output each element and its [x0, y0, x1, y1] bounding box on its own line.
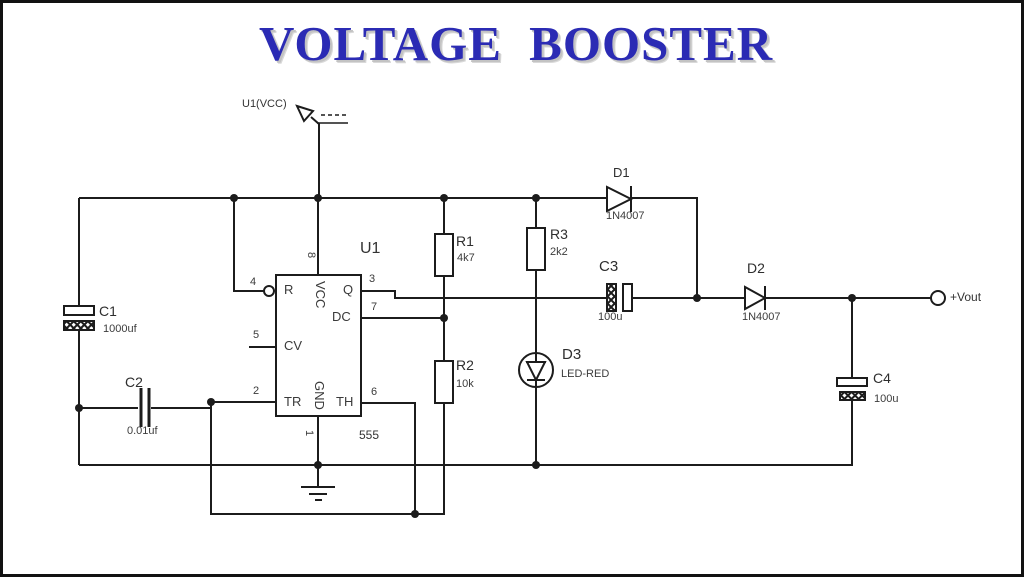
ic-pin-label-control: CV	[284, 338, 303, 353]
supply-label: U1(VCC)	[242, 98, 287, 110]
ic-pin-label-trigger: TR	[284, 394, 302, 409]
component-value-d2: 1N4007	[742, 311, 781, 323]
component-label-d2: D2	[747, 260, 765, 276]
led-d3-symbol	[518, 352, 554, 388]
component-label-c2: C2	[125, 374, 143, 390]
ground-icon	[301, 486, 335, 501]
wires	[78, 197, 931, 515]
resistor-r2-symbol	[434, 360, 454, 404]
capacitor-c2-symbol	[139, 388, 151, 427]
ic-part-number: 555	[359, 428, 380, 442]
component-label-d1: D1	[613, 165, 630, 180]
ic-pin-label-output: Q	[343, 282, 354, 297]
pin-number-6: 6	[371, 386, 378, 398]
resistor-r3-symbol	[526, 227, 546, 271]
component-label-c3: C3	[599, 258, 619, 275]
pin-number-5: 5	[253, 329, 260, 341]
vout-terminal-icon	[930, 290, 946, 306]
reset-inversion-bubble	[263, 285, 275, 297]
ic-pin-label-vcc: VCC	[313, 281, 328, 309]
page-title: VOLTAGE BOOSTER	[259, 16, 774, 71]
component-value-d1: 1N4007	[606, 210, 645, 222]
component-label-r1: R1	[456, 233, 474, 249]
ic-pin-label-discharge: DC	[332, 309, 351, 324]
ic-pin-label-threshold: TH	[336, 394, 354, 409]
component-label-d3: D3	[562, 346, 582, 363]
pin-number-1: 1	[303, 430, 315, 437]
diode-d1-symbol	[606, 185, 634, 213]
circuit-drawing	[63, 104, 946, 518]
junction-dots	[75, 194, 856, 518]
component-label-r3: R3	[550, 226, 568, 242]
diode-d2-symbol	[744, 285, 768, 311]
component-value-r2: 10k	[456, 378, 474, 390]
component-value-r3: 2k2	[550, 246, 568, 258]
vcc-supply-icon	[295, 104, 348, 198]
component-value-c2: 0.01uf	[127, 425, 158, 437]
component-value-c4: 100u	[874, 393, 899, 405]
ic-pin-label-gnd: GND	[312, 381, 327, 410]
pin-number-8: 8	[305, 252, 317, 259]
component-label-c1: C1	[99, 303, 117, 319]
capacitor-c1-symbol	[63, 305, 95, 331]
component-value-c3: 100u	[598, 311, 623, 323]
component-label-r2: R2	[456, 357, 474, 373]
component-value-c1: 1000uf	[103, 323, 137, 335]
component-value-d3: LED-RED	[561, 368, 610, 380]
resistor-r1-symbol	[434, 233, 454, 277]
ic-refdes: U1	[360, 240, 381, 257]
component-label-c4: C4	[873, 370, 891, 386]
pin-number-4: 4	[250, 276, 257, 288]
component-value-r1: 4k7	[457, 252, 475, 264]
vout-terminal-label: +Vout	[950, 290, 982, 304]
ic-555-symbol	[263, 274, 362, 417]
ic-pin-label-reset: R	[284, 282, 294, 297]
capacitor-c3-symbol	[606, 283, 633, 312]
capacitor-c4-symbol	[836, 377, 868, 401]
pin-number-2: 2	[253, 385, 260, 397]
pin-number-3: 3	[369, 273, 376, 285]
pin-number-7: 7	[371, 301, 378, 313]
